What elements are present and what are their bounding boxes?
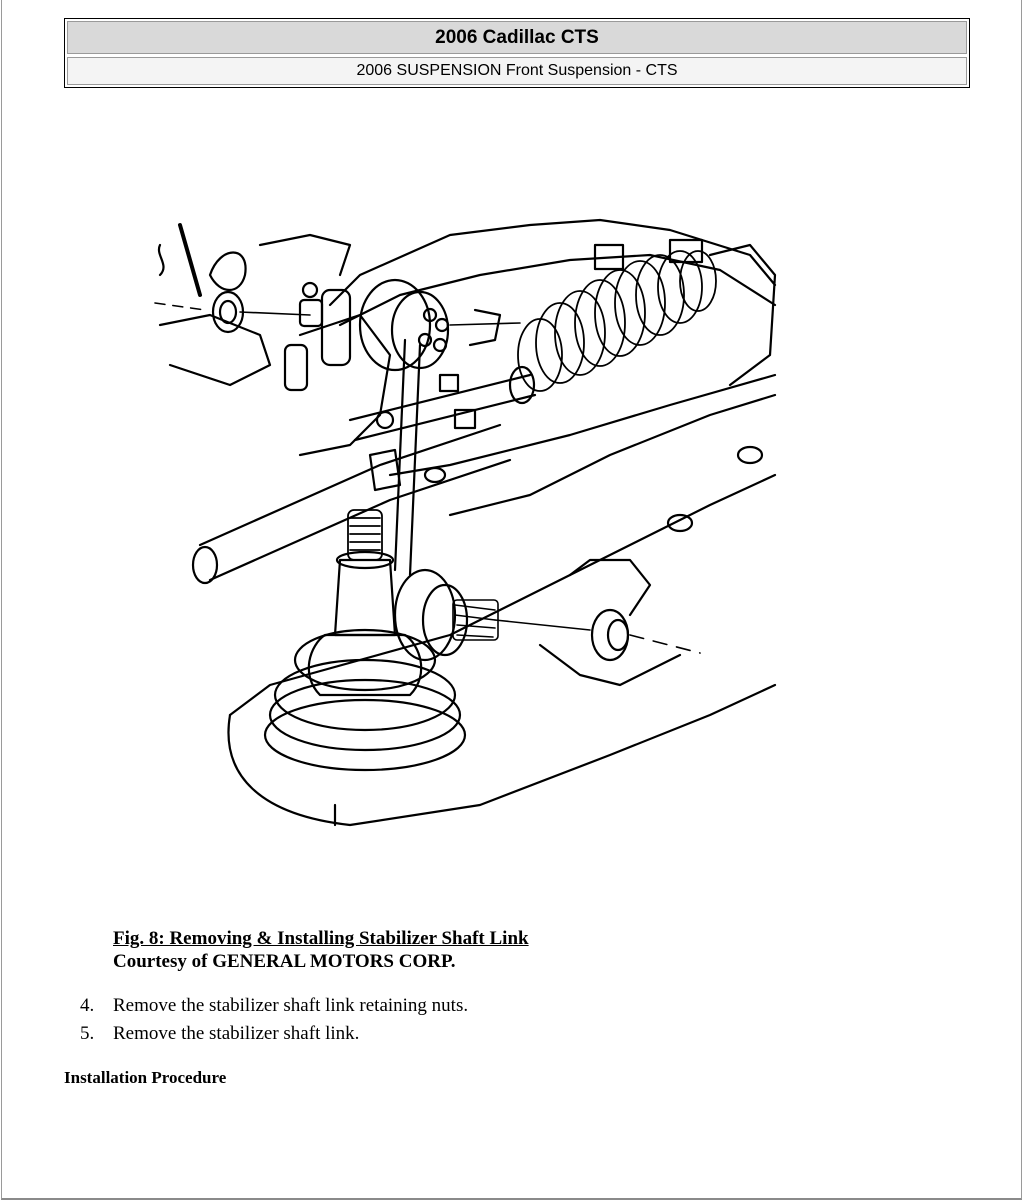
step-text: Remove the stabilizer shaft link retaini… <box>113 995 469 1016</box>
section-subtitle: 2006 SUSPENSION Front Suspension - CTS <box>67 57 967 85</box>
document-header: 2006 Cadillac CTS 2006 SUSPENSION Front … <box>64 18 970 88</box>
list-item: 4. Remove the stabilizer shaft link reta… <box>80 994 468 1022</box>
figure-courtesy: Courtesy of GENERAL MOTORS CORP. <box>113 951 456 972</box>
figure-caption: Fig. 8: Removing & Installing Stabilizer… <box>113 927 529 973</box>
section-heading: Installation Procedure <box>64 1068 227 1087</box>
vehicle-title: 2006 Cadillac CTS <box>67 21 967 54</box>
suspension-illustration <box>150 215 780 840</box>
step-text: Remove the stabilizer shaft link. <box>113 1023 360 1044</box>
step-number: 4. <box>80 995 95 1016</box>
step-number: 5. <box>80 1023 95 1044</box>
figure-caption-title: Fig. 8: Removing & Installing Stabilizer… <box>113 928 529 949</box>
list-item: 5. Remove the stabilizer shaft link. <box>80 1022 468 1050</box>
procedure-steps: 4. Remove the stabilizer shaft link reta… <box>80 994 468 1050</box>
